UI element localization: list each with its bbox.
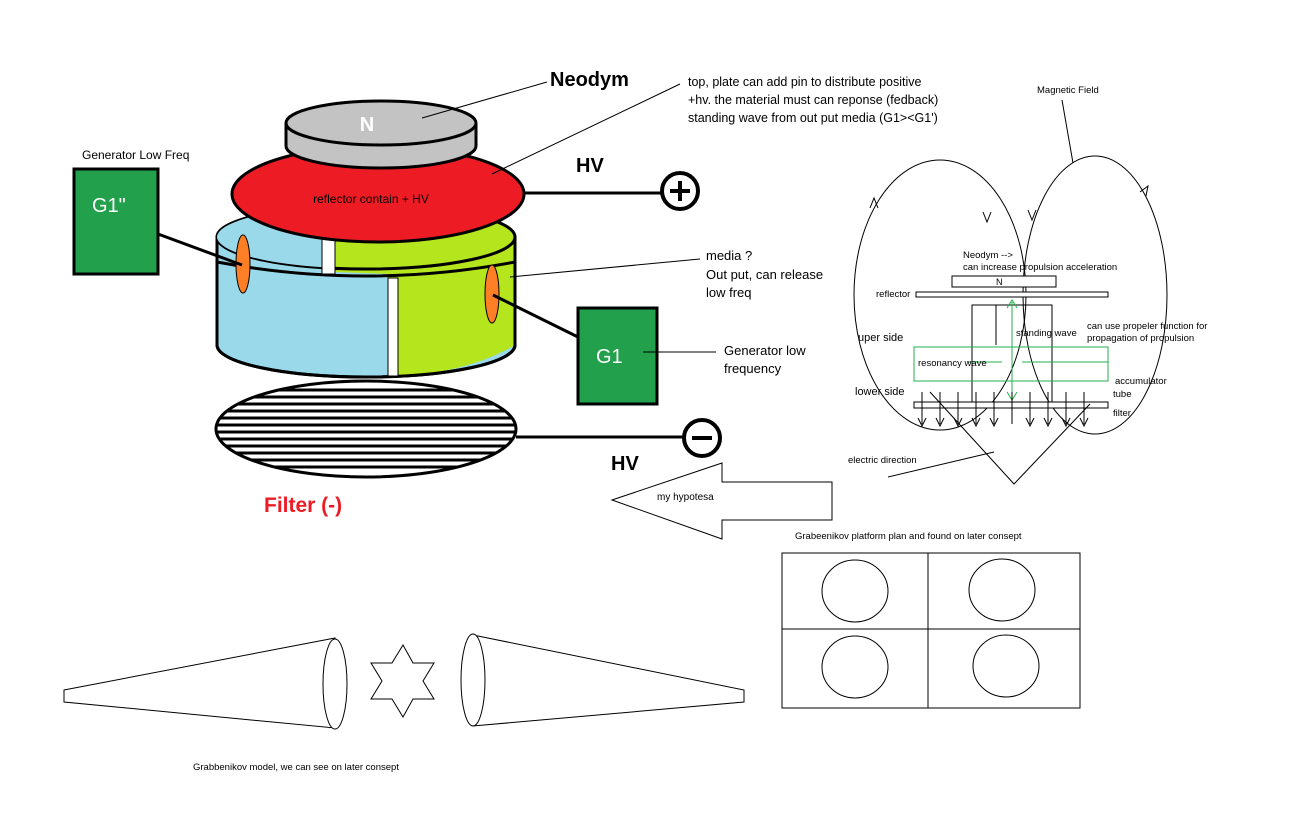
resonancy-box: [913, 346, 1109, 382]
propeller-note-2: propagation of propulsion: [1087, 333, 1194, 344]
field-arrow: [1139, 184, 1149, 197]
generator-right-box: G1: [576, 306, 659, 406]
right-cone-mouth: [460, 633, 486, 727]
hv-bottom-label: HV: [611, 453, 639, 475]
top-note-line-1: top, plate can add pin to distribute pos…: [688, 75, 922, 89]
generator-left-title: Generator Low Freq: [82, 148, 189, 162]
generator-left-box: G1": [72, 167, 160, 276]
field-arrow: [982, 211, 992, 224]
generator-right-wire: [492, 293, 579, 339]
minus-terminal-icon: [682, 418, 722, 458]
electric-direction-pointer: [887, 451, 995, 478]
uper-side-label: uper side: [858, 332, 903, 344]
platform-cell: [968, 558, 1036, 622]
neodym-note-2: can increase propulsion acceleration: [963, 262, 1117, 273]
field-arrow: [869, 196, 879, 209]
electric-direction-label: electric direction: [848, 455, 917, 466]
filter-text: filter: [1113, 408, 1131, 419]
field-diagram: Magnetic Field Neodym --> can increase p…: [848, 85, 1207, 485]
top-note-pointer: [491, 83, 681, 175]
standing-wave-arrow: [1006, 299, 1018, 309]
hypothesis-label: my hypotesa: [657, 492, 714, 503]
generator-left-wire: [157, 232, 243, 267]
mini-reflector: [915, 291, 1109, 298]
grabbenikov-model: Grabbenikov model, we can see on later c…: [63, 633, 745, 773]
standing-wave-label: standing wave: [1016, 328, 1077, 339]
platform-cell: [821, 559, 889, 623]
top-note-line-2: +hv. the material must can reponse (fedb…: [688, 93, 938, 107]
generator-right-note-1: Generator low: [724, 343, 806, 358]
mini-magnet-letter: N: [996, 277, 1003, 287]
generator-right-label: G1: [596, 346, 623, 368]
top-note-line-3: standing wave from out put media (G1><G1…: [688, 111, 938, 125]
platform-caption: Grabeenikov platform plan and found on l…: [795, 531, 1022, 542]
field-arrow: [1027, 209, 1037, 222]
neodym-pointer: [421, 81, 548, 119]
platform-grid: [781, 552, 1081, 709]
hypothesis-arrow: my hypotesa: [610, 462, 833, 540]
magnetic-field-label: Magnetic Field: [1037, 85, 1099, 96]
media-note-3: low freq: [706, 285, 752, 300]
resonancy-wave-label: resonancy wave: [918, 358, 987, 369]
model-caption: Grabbenikov model, we can see on later c…: [193, 762, 399, 773]
generator-left-label: G1": [92, 195, 126, 217]
generator-right-note-2: frequency: [724, 361, 782, 376]
hv-top-label: HV: [576, 155, 604, 177]
right-cone: [472, 634, 745, 727]
neodym-note-1: Neodym -->: [963, 250, 1013, 261]
mini-magnet: [951, 275, 1057, 288]
filter-disc: [214, 379, 518, 479]
platform-cell: [972, 634, 1040, 698]
reflector-text: reflector: [876, 289, 910, 300]
media-pointer: [509, 258, 701, 278]
propeller-note-1: can use propeler function for: [1087, 321, 1207, 332]
neodym-label: Neodym: [550, 69, 629, 91]
left-cone-mouth: [322, 638, 348, 730]
magnet-letter: N: [360, 114, 374, 136]
electric-direction-arrowhead: [929, 391, 1091, 485]
device: reflector contain + HV N Neodym top, pla…: [72, 69, 938, 517]
electric-arrows: [917, 392, 1089, 428]
lower-side-label: lower side: [855, 386, 905, 398]
mini-filter: [913, 401, 1109, 409]
media-note-2: Out put, can release: [706, 267, 823, 282]
star-icon: [370, 644, 435, 718]
left-cone: [63, 637, 336, 729]
platform-cell: [821, 635, 889, 699]
magnetic-field-pointer: [1061, 99, 1074, 164]
plus-terminal-icon: [660, 171, 700, 211]
media-note-1: media ?: [706, 248, 752, 263]
neodym-magnet: N: [284, 99, 478, 170]
filter-label: Filter (-): [264, 494, 342, 517]
accumulator-label-2: tube: [1113, 389, 1132, 400]
platform-plan: Grabeenikov platform plan and found on l…: [781, 531, 1081, 709]
accumulator-label-1: accumulator: [1115, 376, 1167, 387]
reflector-label: reflector contain + HV: [313, 192, 429, 206]
right-electrode: [484, 264, 500, 324]
